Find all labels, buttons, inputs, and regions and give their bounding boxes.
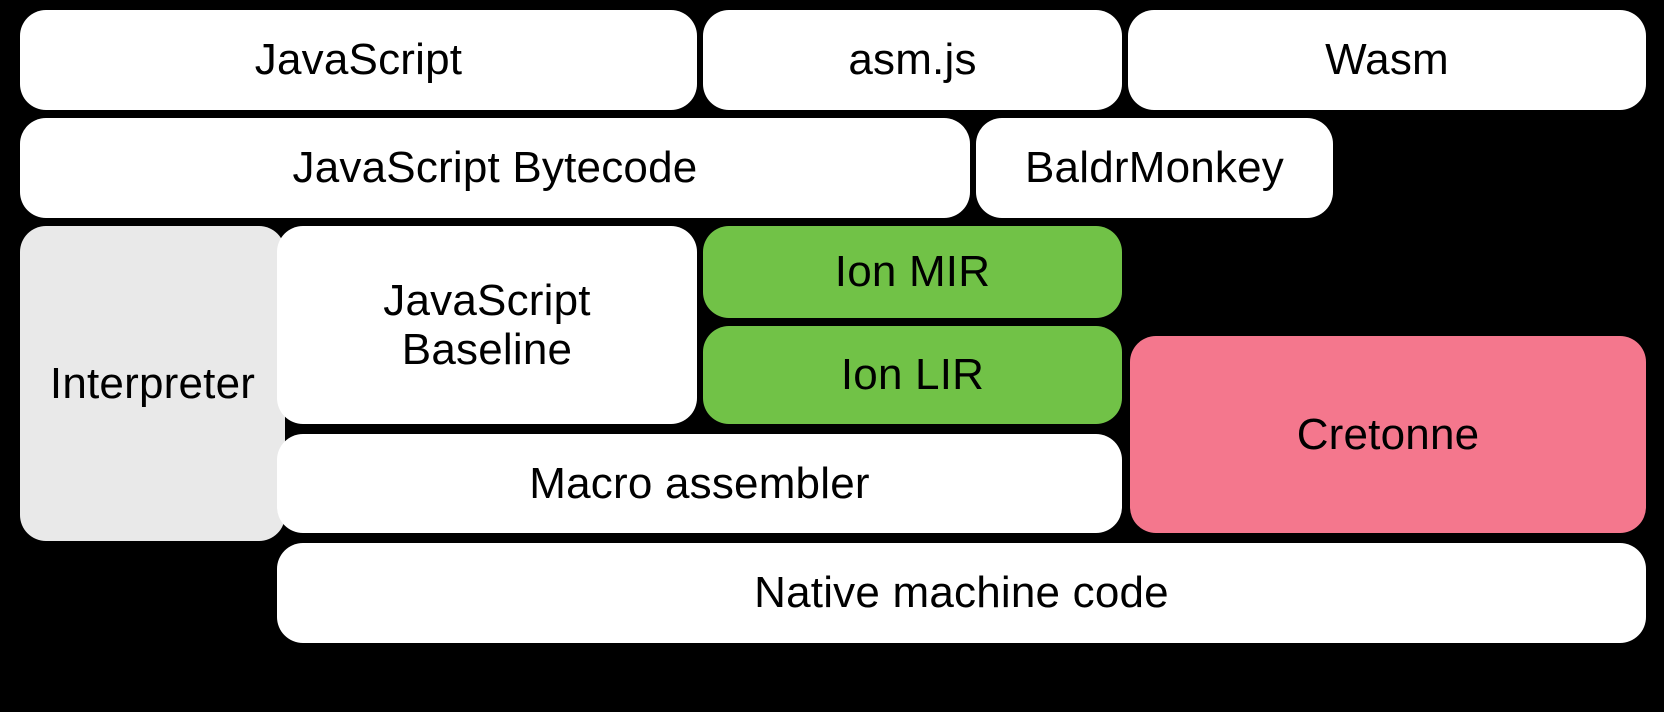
node-native-machine-code[interactable]: Native machine code (277, 543, 1646, 643)
node-baldrmonkey[interactable]: BaldrMonkey (976, 118, 1333, 218)
node-javascript-baseline[interactable]: JavaScript Baseline (277, 226, 697, 424)
node-asm-js[interactable]: asm.js (703, 10, 1122, 110)
node-javascript-bytecode[interactable]: JavaScript Bytecode (20, 118, 970, 218)
node-javascript[interactable]: JavaScript (20, 10, 697, 110)
node-interpreter[interactable]: Interpreter (20, 226, 285, 541)
node-wasm[interactable]: Wasm (1128, 10, 1646, 110)
node-ion-mir[interactable]: Ion MIR (703, 226, 1122, 318)
node-ion-lir[interactable]: Ion LIR (703, 326, 1122, 424)
node-macro-assembler[interactable]: Macro assembler (277, 434, 1122, 533)
node-cretonne[interactable]: Cretonne (1130, 336, 1646, 533)
